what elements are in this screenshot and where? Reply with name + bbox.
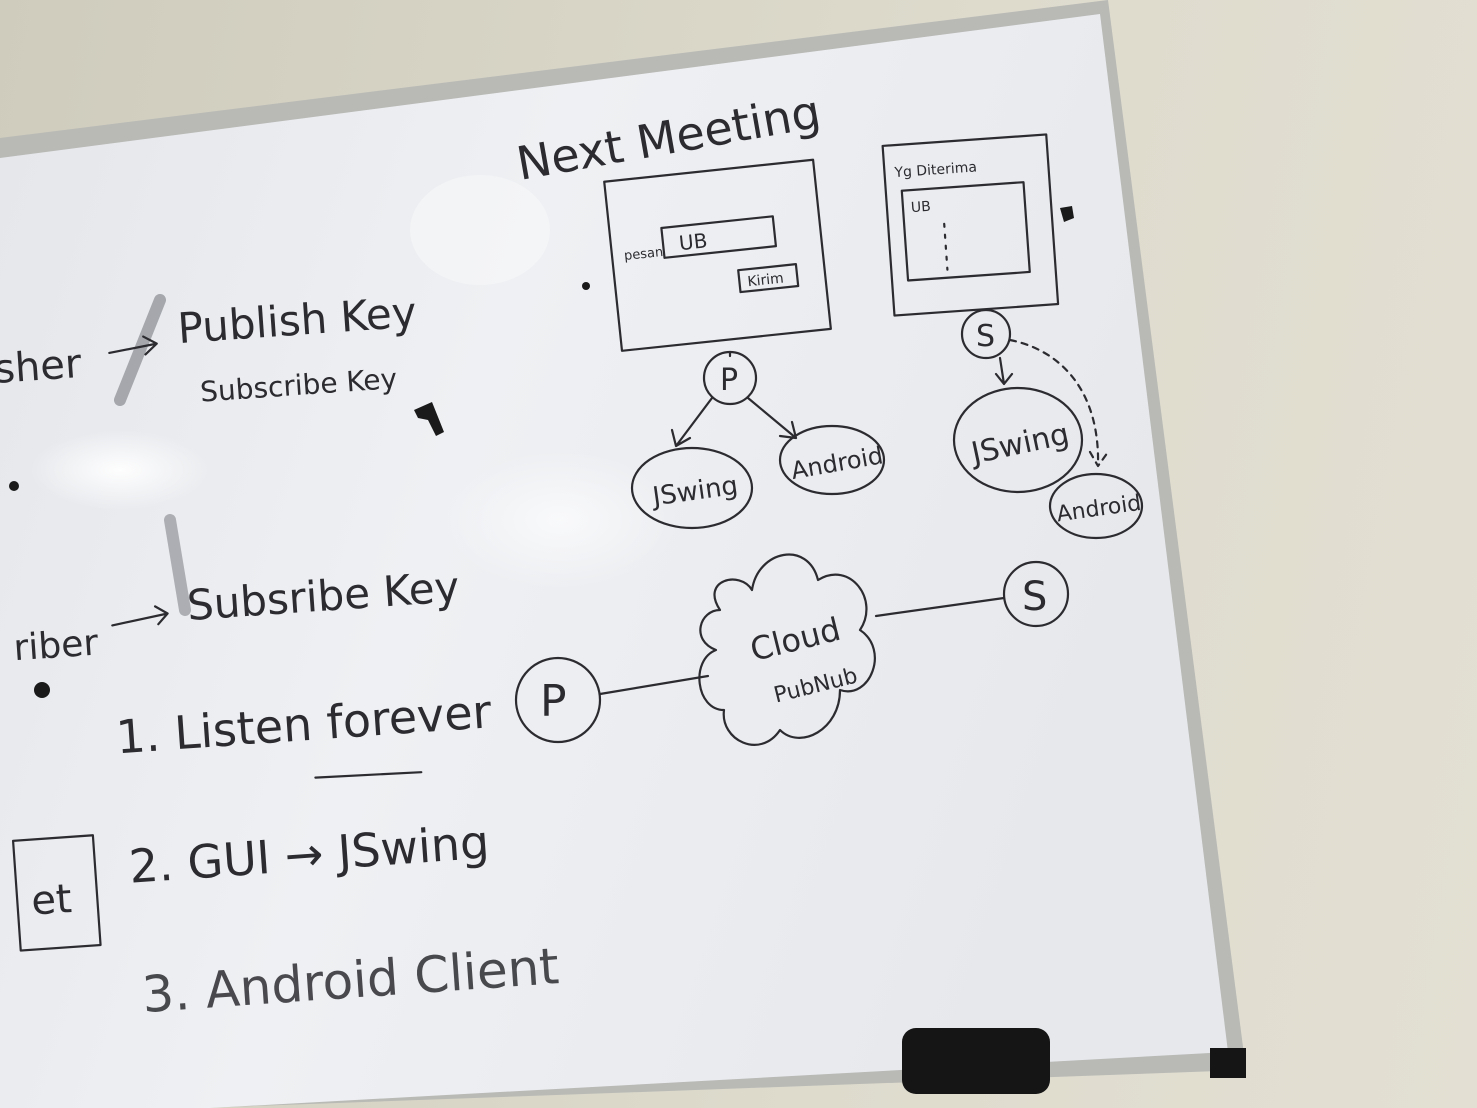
cloud-publisher-node [514, 656, 602, 744]
publisher-node [702, 350, 758, 406]
underline [314, 771, 423, 779]
ink-blot [1060, 206, 1074, 222]
android-node-right [1048, 472, 1144, 540]
cloud-subscriber-node [1002, 560, 1070, 628]
android-node-left [778, 424, 886, 496]
frame-corner-cap [1210, 1048, 1246, 1078]
ink-blot [34, 682, 50, 698]
arrow-icon [111, 605, 169, 627]
sender-window-sketch [603, 158, 832, 352]
message-field-label: pesan [623, 245, 664, 264]
send-button-sketch [737, 263, 800, 294]
smudge-mark [114, 294, 166, 406]
list-ellipsis [943, 222, 949, 271]
connector-line [598, 674, 710, 696]
ink-blot [9, 481, 19, 491]
subscriber-label-fragment: riber [12, 622, 99, 669]
ink-blot [414, 402, 444, 436]
publisher-node-label: P [720, 363, 738, 398]
cloud-publisher-label: P [540, 676, 567, 727]
smudge-mark [164, 514, 191, 616]
subscriber-node [960, 308, 1012, 360]
jswing-node-left [630, 446, 754, 530]
cloud-subscriber-label: S [1022, 574, 1047, 620]
ink-dot [582, 282, 590, 290]
received-list-value: UB [910, 199, 931, 216]
glare-reflection [30, 430, 210, 510]
jswing-node-right [952, 386, 1084, 494]
cloud-icon [698, 553, 876, 746]
boxed-note-fragment: et [30, 876, 73, 925]
subscriber-node-label: S [976, 319, 995, 354]
send-button-label: Kirim [747, 271, 785, 291]
arrow-icon [994, 356, 1014, 386]
eraser [902, 1028, 1050, 1094]
received-list-sketch [900, 181, 1031, 282]
receiver-window-sketch [881, 133, 1060, 317]
glare-reflection [440, 450, 680, 590]
arrow-icon [670, 396, 714, 448]
glare-reflection [410, 175, 550, 285]
message-field-value: UB [678, 228, 709, 255]
arrow-icon [108, 335, 158, 356]
dashed-arrow [1008, 338, 1110, 468]
publisher-label-fragment: sher [0, 341, 83, 393]
boxed-note [11, 834, 102, 952]
receiver-window-title: Yg Diterima [893, 159, 977, 181]
connector-line [874, 596, 1006, 618]
message-field-sketch [660, 215, 778, 259]
